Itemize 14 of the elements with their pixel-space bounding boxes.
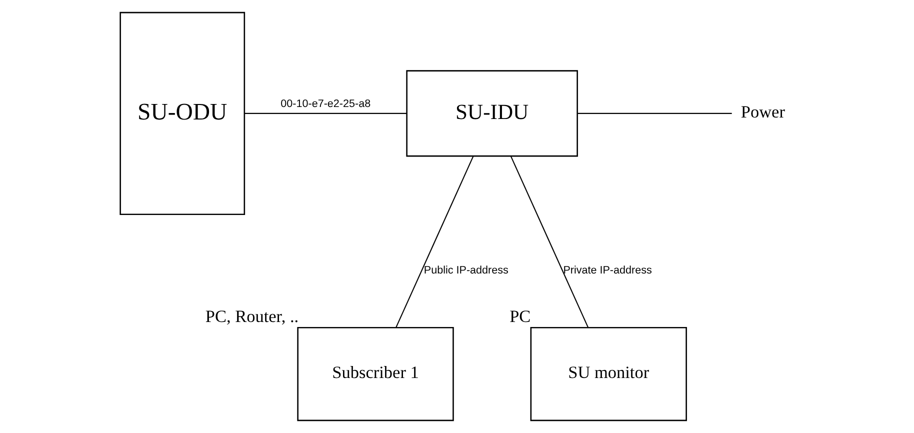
node-label: PC — [510, 307, 531, 326]
edge-label: Public IP-address — [424, 264, 508, 277]
node-box: SU-ODU — [120, 12, 246, 215]
node-label: PC, Router, .. — [205, 307, 299, 326]
edge-label: 00-10-e7-e2-25-a8 — [280, 98, 371, 110]
edge-label: Private IP-address — [563, 264, 652, 277]
node-text: Power — [740, 102, 785, 122]
connector — [396, 156, 474, 328]
node-box: SU-IDU — [406, 70, 578, 157]
connector — [244, 112, 407, 114]
node-box: SU monitor — [530, 327, 687, 422]
connector — [510, 156, 589, 328]
connector — [578, 112, 732, 114]
node-box: Subscriber 1 — [297, 327, 454, 422]
